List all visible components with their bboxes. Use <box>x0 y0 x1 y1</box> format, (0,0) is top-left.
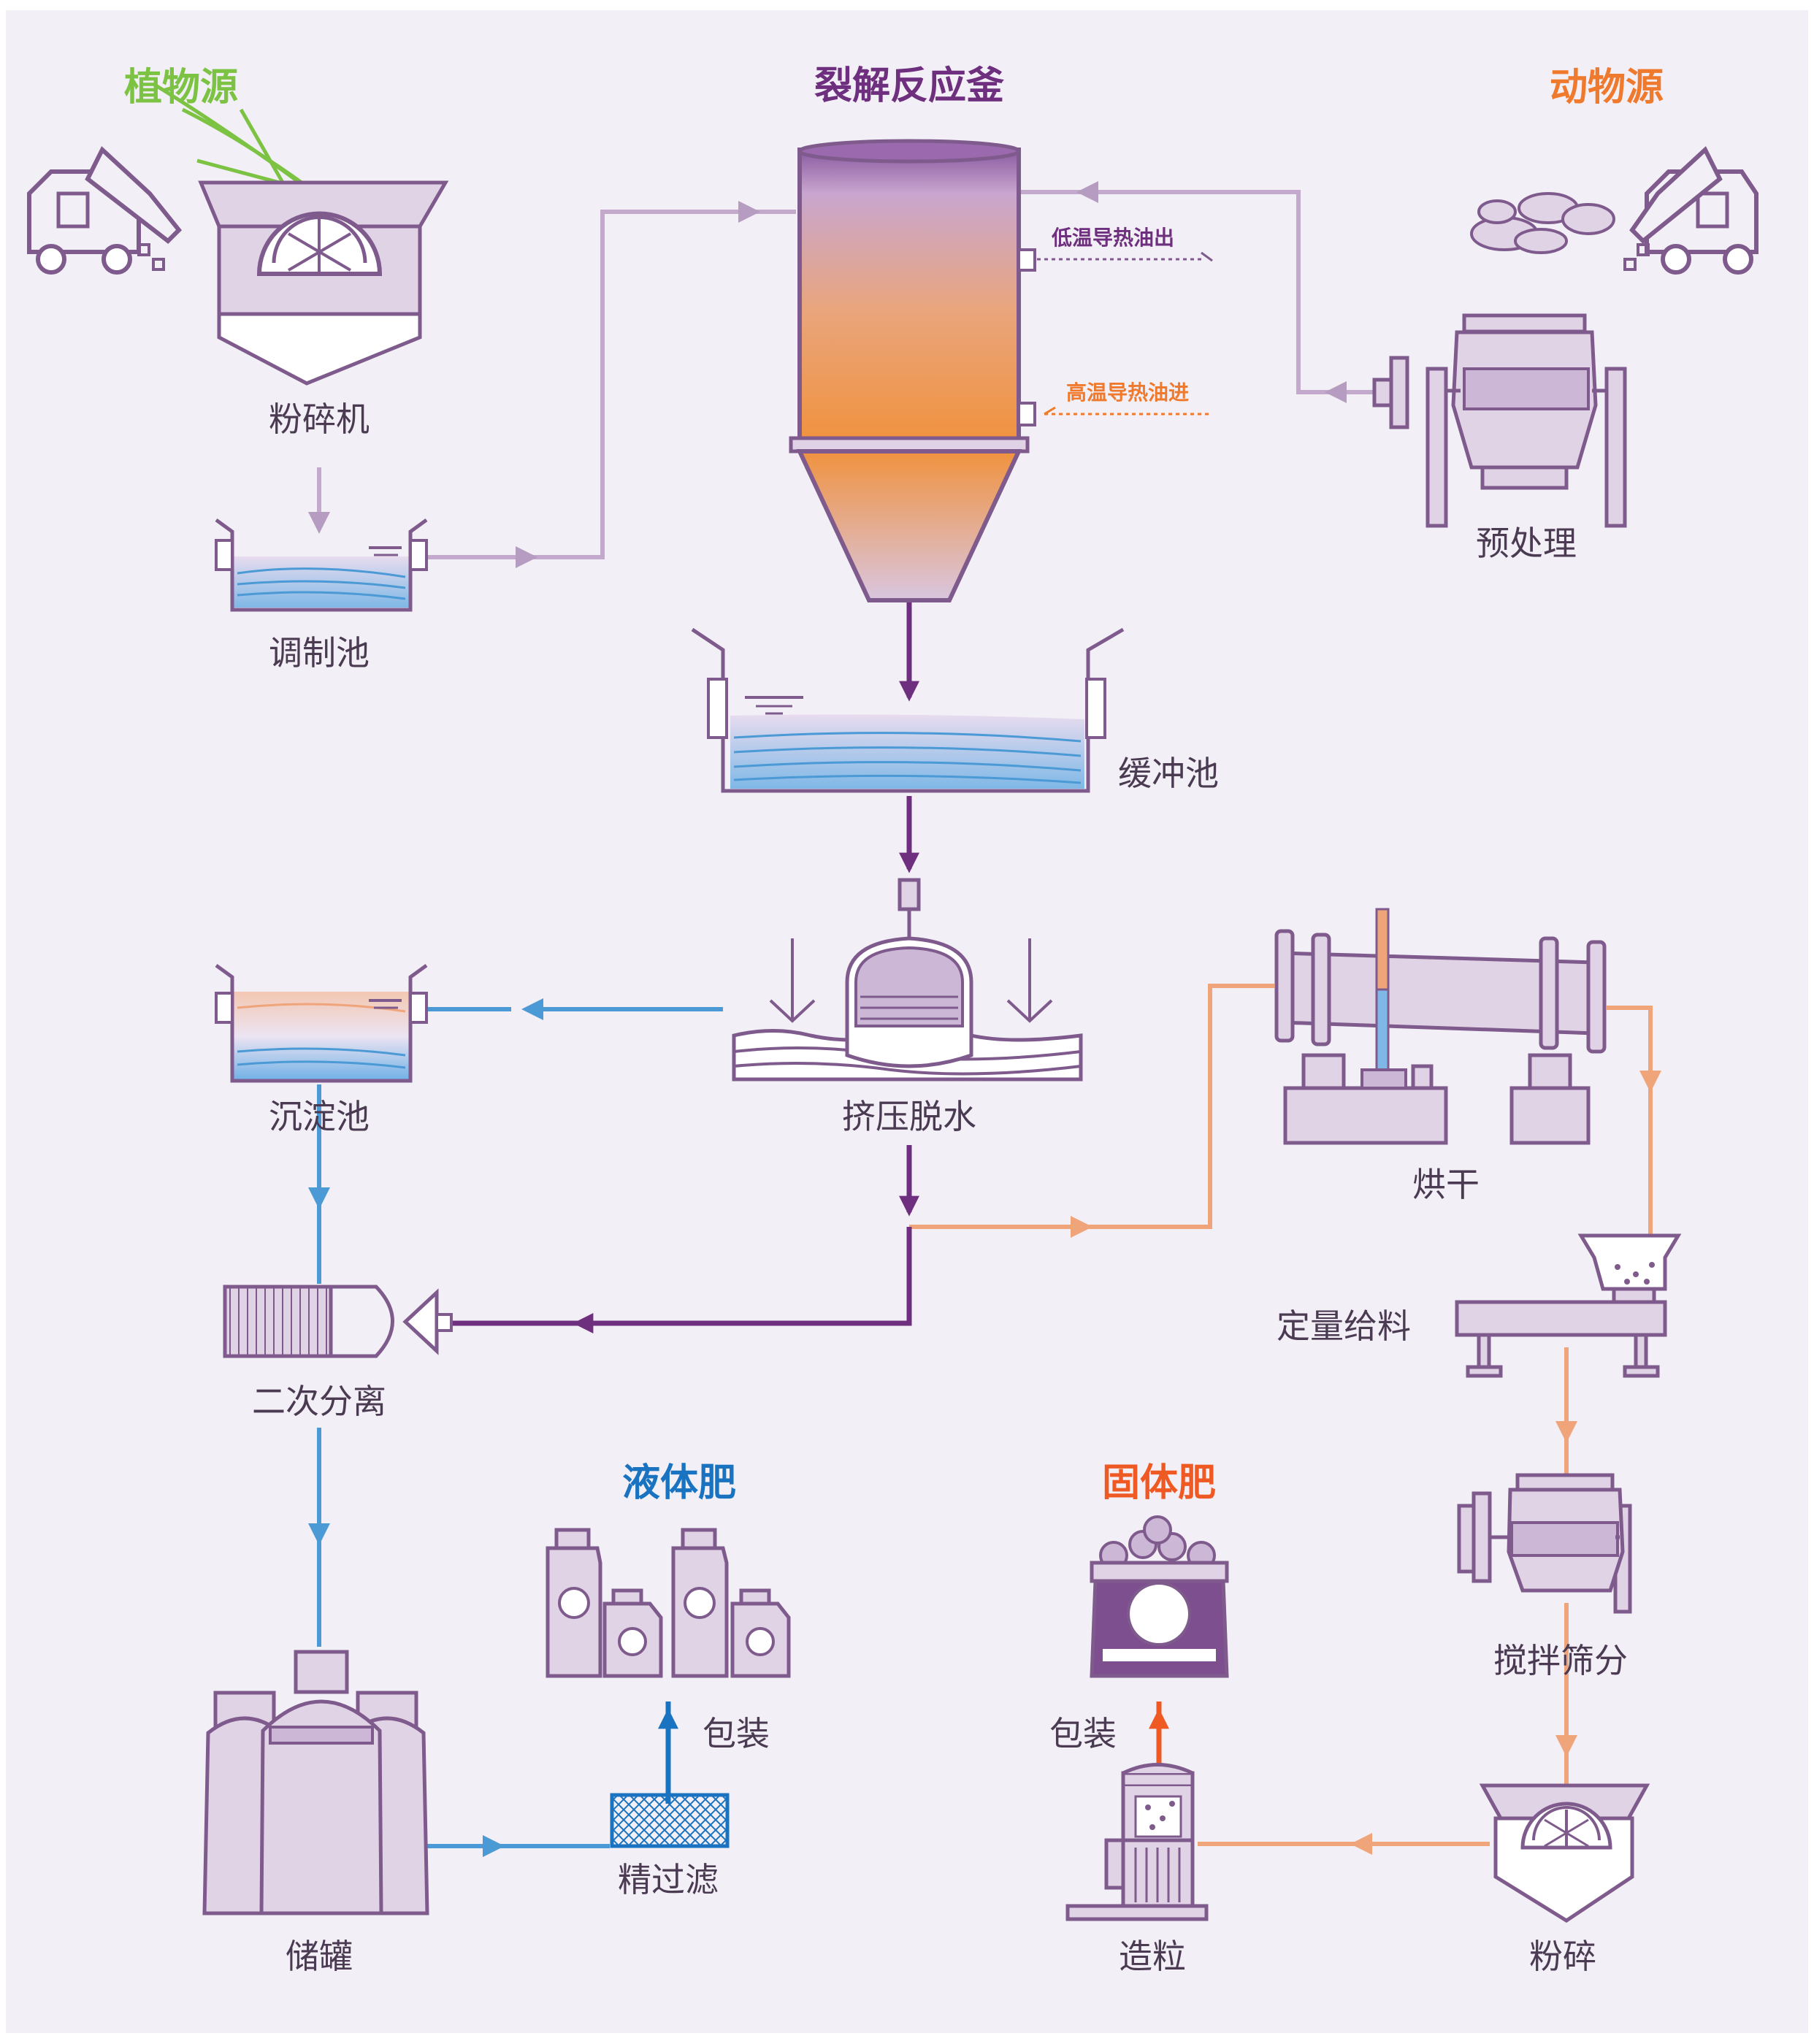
settling-tank <box>215 963 428 1083</box>
settling-tank-label: 沉淀池 <box>269 1097 370 1136</box>
granulation-label: 造粒 <box>1119 1937 1186 1976</box>
storage-tank-label: 储罐 <box>286 1937 353 1976</box>
quantitative-feeder <box>1455 1233 1682 1378</box>
pretreatment-mixer <box>1372 313 1627 528</box>
reactor-title: 裂解反应釜 <box>814 64 1004 108</box>
crusher-label: 粉碎机 <box>269 399 370 439</box>
crusher <box>152 82 449 386</box>
animal-source-label: 动物源 <box>1550 66 1664 110</box>
storage-tanks <box>202 1650 429 1915</box>
press-dewatering-label: 挤压脱水 <box>842 1097 976 1136</box>
labels: 植物源 裂解反应釜 动物源 粉碎机 调制池 预处理 低温导热油出 高温导热油进 … <box>124 64 1664 1976</box>
mixing-screener <box>1457 1473 1632 1614</box>
quantitative-feeding-label: 定量给料 <box>1277 1306 1411 1346</box>
solid-fertilizer-bag <box>1090 1515 1229 1678</box>
low-temp-oil-out-label: 低温导热油出 <box>1051 226 1174 250</box>
rotary-dryer <box>1274 908 1607 1145</box>
packaging-solid-label: 包装 <box>1049 1714 1117 1753</box>
pyrolysis-reactor <box>789 139 1213 602</box>
mixing-screening-label: 搅拌筛分 <box>1493 1641 1628 1680</box>
grinding-label: 粉碎 <box>1529 1937 1596 1976</box>
pretreatment-label: 预处理 <box>1476 524 1577 563</box>
centrifuge <box>223 1285 453 1358</box>
truck-right-icon <box>1623 146 1758 275</box>
screw-press <box>732 878 1083 1082</box>
buffer-tank <box>691 627 1125 793</box>
grinder <box>1479 1783 1650 1923</box>
flow-lines <box>308 181 1661 1857</box>
buffer-tank-label: 缓冲池 <box>1118 754 1219 793</box>
animal-material-icon <box>1470 192 1615 254</box>
plant-source-label: 植物源 <box>124 66 238 110</box>
granulator <box>1065 1763 1209 1921</box>
conditioning-tank-label: 调制池 <box>269 633 370 673</box>
liquid-fertilizer-bottles <box>546 1528 791 1678</box>
fine-filter <box>610 1793 730 1848</box>
high-temp-oil-in-label: 高温导热油进 <box>1066 380 1189 405</box>
liquid-fertilizer-label: 液体肥 <box>622 1461 736 1505</box>
conditioning-tank <box>215 518 428 612</box>
packaging-liquid-label: 包装 <box>703 1714 770 1753</box>
solid-fertilizer-label: 固体肥 <box>1102 1461 1216 1505</box>
fine-filtration-label: 精过滤 <box>618 1860 719 1899</box>
drying-label: 烘干 <box>1412 1165 1480 1204</box>
truck-left-icon <box>27 146 183 275</box>
secondary-separation-label: 二次分离 <box>252 1382 386 1421</box>
